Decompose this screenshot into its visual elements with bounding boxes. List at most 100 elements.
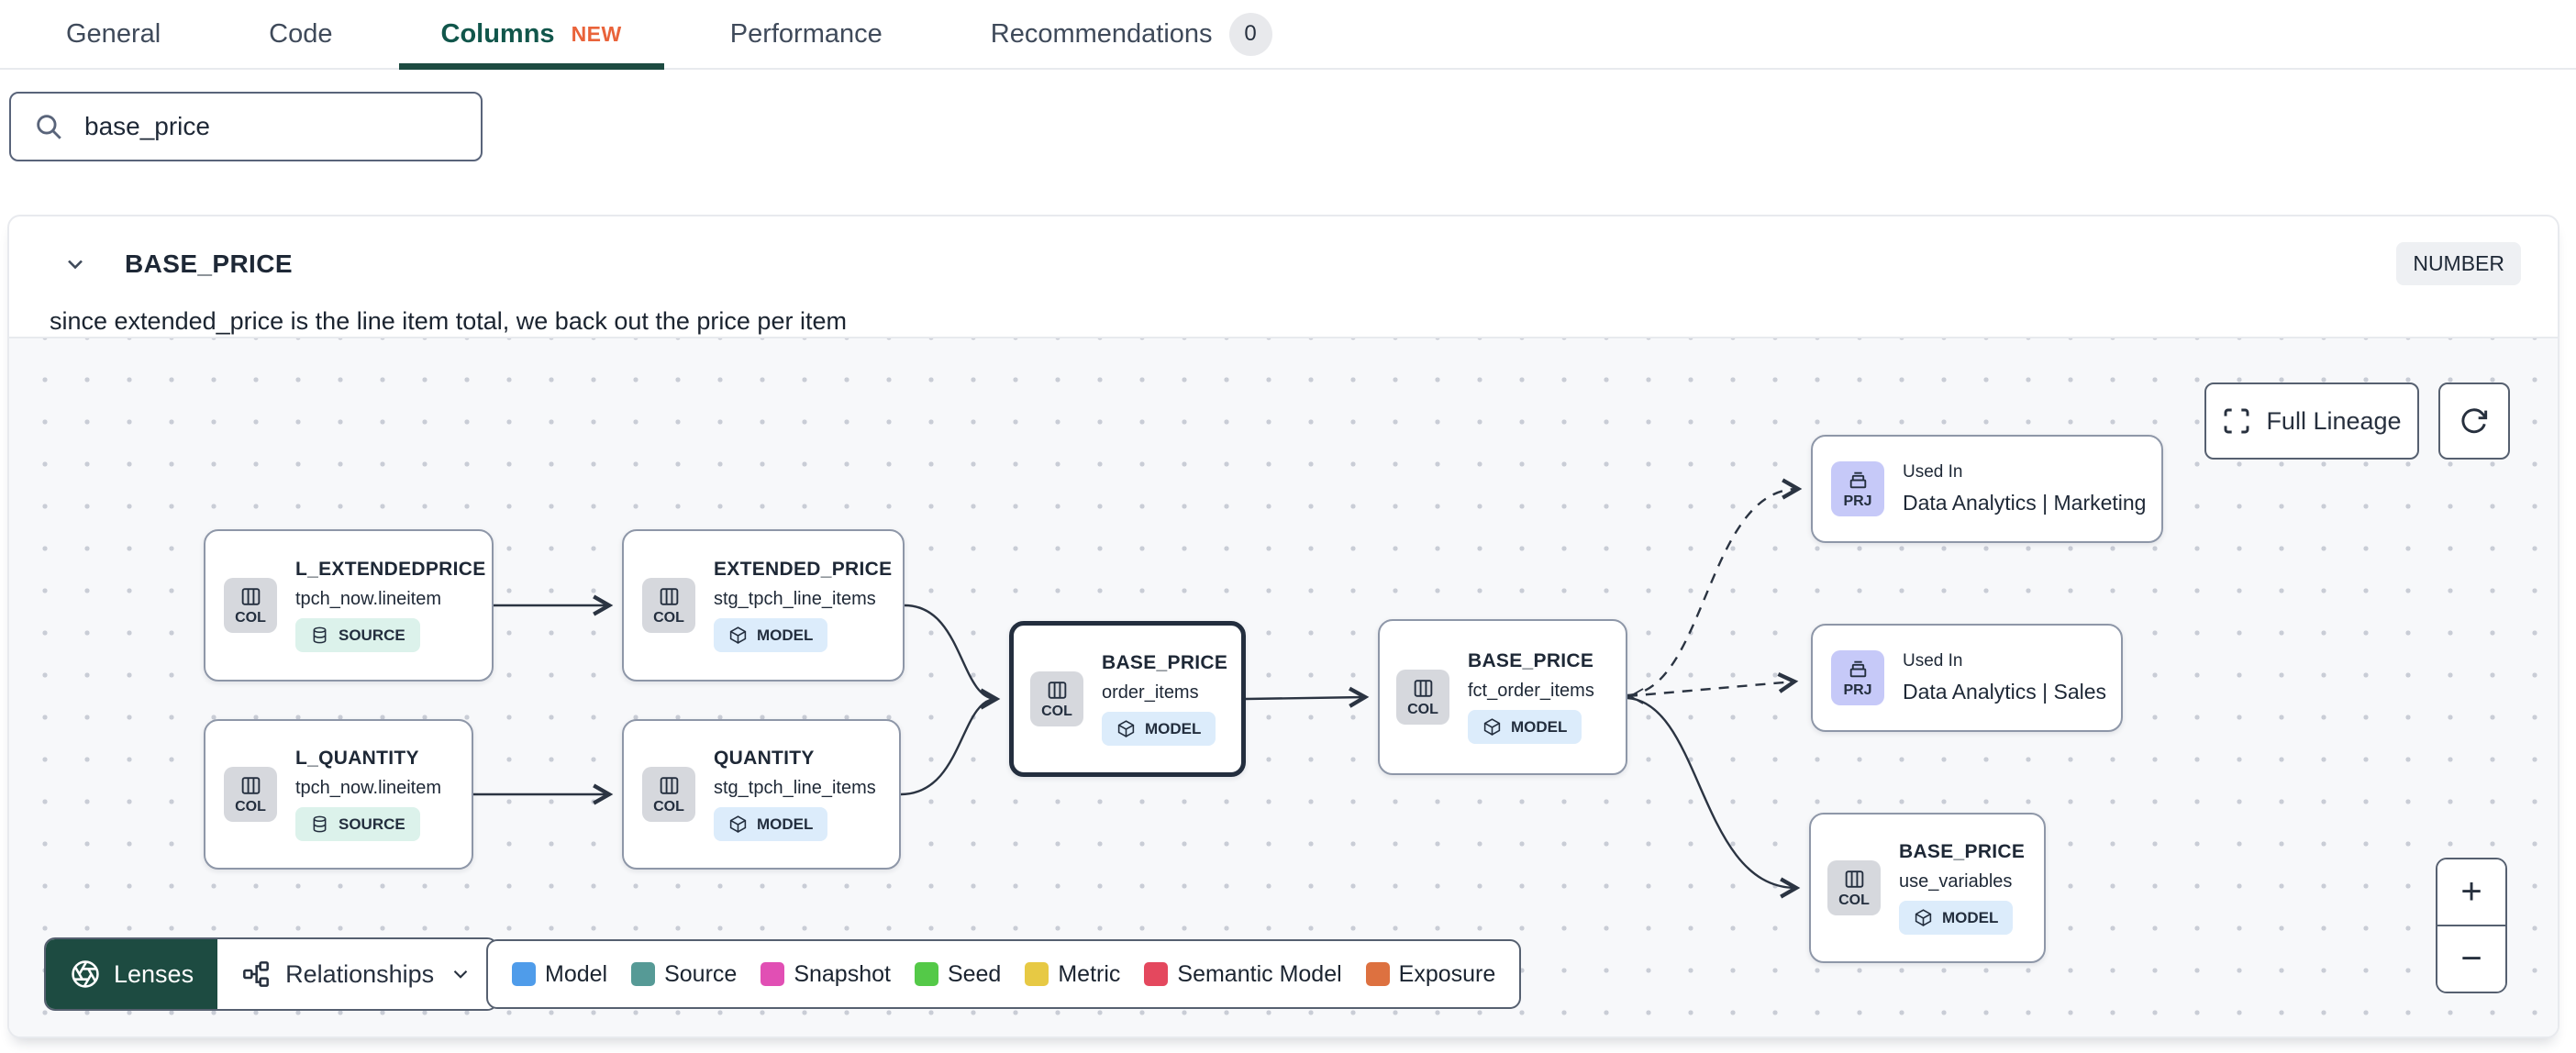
legend-item-metric: Metric	[1025, 961, 1120, 988]
relationships-dropdown[interactable]: Relationships	[217, 939, 497, 1009]
columns-icon	[660, 587, 678, 605]
cube-icon	[729, 626, 747, 644]
columns-icon	[1048, 681, 1066, 699]
tab-columns[interactable]: Columns NEW	[398, 0, 665, 70]
legend-swatch	[512, 962, 536, 986]
lineage-node-extended-price[interactable]: COL EXTENDED_PRICE stg_tpch_line_items M…	[622, 529, 905, 682]
chevron-down-icon[interactable]	[62, 251, 88, 277]
col-badge-label: COL	[235, 798, 266, 815]
legend-item-exposure: Exposure	[1365, 961, 1495, 988]
column-search[interactable]	[9, 92, 483, 161]
new-badge: NEW	[571, 21, 622, 46]
legend-swatch	[1144, 962, 1169, 986]
tab-performance-label: Performance	[729, 18, 883, 49]
full-lineage-button[interactable]: Full Lineage	[2204, 382, 2419, 460]
column-panel: BASE_PRICE NUMBER since extended_price i…	[7, 215, 2559, 1038]
lineage-canvas[interactable]: COL L_EXTENDEDPRICE tpch_now.lineitem SO…	[9, 337, 2558, 1036]
search-input[interactable]	[83, 111, 459, 142]
lineage-node-l-quantity[interactable]: COL L_QUANTITY tpch_now.lineitem SOURCE	[204, 719, 473, 870]
model-badge-label: MODEL	[1511, 717, 1568, 736]
model-badge-label: MODEL	[757, 815, 814, 833]
tab-code-label: Code	[269, 18, 333, 49]
node-title: EXTENDED_PRICE	[714, 559, 893, 580]
node-subtitle: stg_tpch_line_items	[714, 589, 876, 609]
column-type-badge: NUMBER	[2396, 242, 2521, 285]
columns-icon	[241, 587, 260, 605]
project-name: Data Analytics | Sales	[1903, 680, 2107, 704]
tab-general[interactable]: General	[66, 0, 161, 68]
lineage-node-quantity[interactable]: COL QUANTITY stg_tpch_line_items MODEL	[622, 719, 901, 870]
model-badge-label: MODEL	[1145, 719, 1202, 737]
recommendations-count-badge: 0	[1228, 12, 1272, 56]
node-subtitle: stg_tpch_line_items	[714, 778, 876, 798]
cube-icon	[1915, 909, 1932, 926]
legend-item-snapshot: Snapshot	[761, 961, 891, 988]
lineage-node-project-sales[interactable]: PRJ Used In Data Analytics | Sales	[1811, 624, 2123, 732]
source-badge: SOURCE	[295, 807, 420, 841]
refresh-button[interactable]	[2438, 382, 2510, 460]
node-title: BASE_PRICE	[1102, 652, 1228, 673]
node-title: L_QUANTITY	[295, 748, 419, 769]
legend-swatch	[914, 962, 938, 986]
source-badge-label: SOURCE	[339, 815, 405, 833]
chevron-down-icon	[453, 970, 468, 979]
cube-icon	[729, 815, 747, 833]
model-badge: MODEL	[1899, 901, 2014, 935]
tab-recommendations[interactable]: Recommendations 0	[991, 0, 1272, 68]
source-badge-label: SOURCE	[339, 626, 405, 644]
columns-icon	[241, 776, 260, 794]
zoom-out-button[interactable]: −	[2437, 926, 2505, 992]
project-name: Data Analytics | Marketing	[1903, 491, 2147, 515]
col-badge-label: COL	[1407, 701, 1438, 717]
database-icon	[313, 815, 327, 833]
columns-icon	[660, 776, 678, 794]
lineage-node-base-price-fct-order-items[interactable]: COL BASE_PRICE fct_order_items MODEL	[1378, 619, 1627, 775]
tab-columns-label: Columns	[440, 18, 555, 49]
legend-item-seed: Seed	[914, 961, 1001, 988]
prj-badge: PRJ	[1831, 650, 1884, 705]
columns-icon	[1845, 870, 1863, 888]
column-header: BASE_PRICE NUMBER	[9, 216, 2558, 285]
lineage-node-project-marketing[interactable]: PRJ Used In Data Analytics | Marketing	[1811, 435, 2163, 543]
node-title: BASE_PRICE	[1468, 650, 1594, 671]
col-badge: COL	[224, 578, 277, 633]
node-title: L_EXTENDEDPRICE	[295, 559, 486, 580]
node-subtitle: fct_order_items	[1468, 681, 1594, 701]
prj-badge-label: PRJ	[1843, 682, 1872, 698]
database-icon	[313, 626, 327, 644]
zoom-in-button[interactable]: +	[2437, 859, 2505, 926]
tab-bar: General Code Columns NEW Performance Rec…	[0, 0, 2576, 70]
tab-code[interactable]: Code	[269, 0, 332, 68]
cube-icon	[1483, 718, 1501, 736]
refresh-icon	[2461, 408, 2488, 434]
model-badge: MODEL	[1102, 712, 1216, 746]
col-badge-label: COL	[1838, 892, 1870, 908]
lineage-node-l-extendedprice[interactable]: COL L_EXTENDEDPRICE tpch_now.lineitem SO…	[204, 529, 494, 682]
model-badge: MODEL	[714, 618, 828, 652]
model-badge-label: MODEL	[757, 626, 814, 644]
lineage-legend: Model Source Snapshot Seed Metric Semant…	[486, 939, 1522, 1009]
col-badge-label: COL	[1041, 703, 1072, 719]
relationships-icon	[243, 961, 270, 987]
model-badge-label: MODEL	[1942, 908, 1999, 926]
legend-swatch	[1365, 962, 1390, 986]
source-badge: SOURCE	[295, 618, 420, 652]
model-badge: MODEL	[1468, 710, 1582, 744]
lineage-node-base-price-order-items[interactable]: COL BASE_PRICE order_items MODEL	[1009, 621, 1246, 777]
search-icon	[37, 115, 61, 139]
used-in-label: Used In	[1903, 651, 1963, 671]
col-badge: COL	[642, 578, 695, 633]
prj-badge: PRJ	[1831, 461, 1884, 516]
tab-performance[interactable]: Performance	[730, 0, 883, 68]
lineage-node-base-price-use-variables[interactable]: COL BASE_PRICE use_variables MODEL	[1809, 813, 2046, 963]
col-badge-label: COL	[235, 609, 266, 626]
node-subtitle: tpch_now.lineitem	[295, 778, 441, 798]
legend-swatch	[1025, 962, 1049, 986]
lineage-edges	[473, 478, 1803, 899]
node-subtitle: use_variables	[1899, 871, 2013, 892]
cube-icon	[1117, 720, 1135, 737]
prj-badge-label: PRJ	[1843, 493, 1872, 509]
lenses-button[interactable]: Lenses	[46, 939, 218, 1009]
legend-item-model: Model	[512, 961, 607, 988]
aperture-icon	[72, 960, 99, 988]
